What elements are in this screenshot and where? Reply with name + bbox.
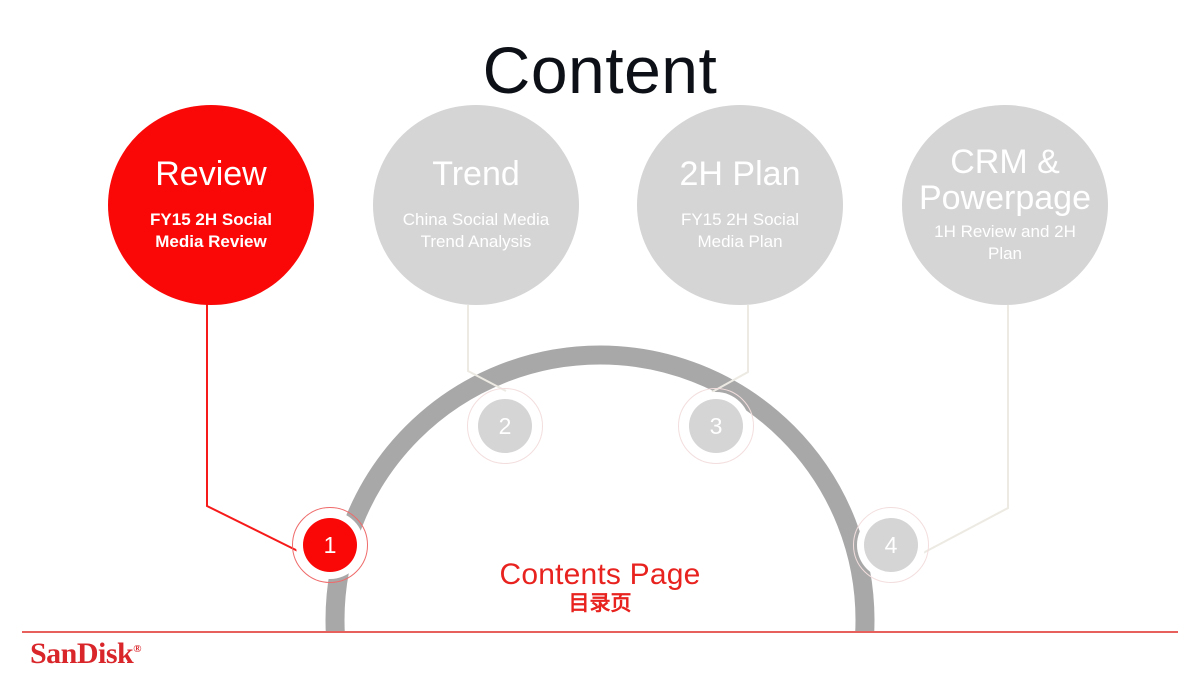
step-ring-outer-2 <box>467 388 543 464</box>
step-ring-outer-3 <box>678 388 754 464</box>
topic-subtitle-2h-plan: FY15 2H Social Media Plan <box>680 209 800 251</box>
topic-subtitle-review: FY15 2H Social Media Review <box>150 209 272 251</box>
topic-circle-crm-powerpage[interactable]: CRM & Powerpage 1H Review and 2H Plan <box>902 105 1108 305</box>
topic-heading-trend: Trend <box>432 155 520 194</box>
step-node-1[interactable]: 1 <box>292 507 368 583</box>
step-node-2[interactable]: 2 <box>467 388 543 464</box>
step-disc-2: 2 <box>478 399 532 453</box>
topic-subtitle-crm-powerpage: 1H Review and 2H Plan <box>934 221 1076 263</box>
topic-circle-2h-plan[interactable]: 2H Plan FY15 2H Social Media Plan <box>637 105 843 305</box>
caption-chinese: 目录页 <box>568 591 632 615</box>
step-node-3[interactable]: 3 <box>678 388 754 464</box>
step-node-4[interactable]: 4 <box>853 507 929 583</box>
topic-subtitle-trend: China Social Media Trend Analysis <box>402 209 550 251</box>
step-number-3: 3 <box>709 412 723 439</box>
arc-band <box>325 345 875 675</box>
step-number-4: 4 <box>884 531 898 558</box>
step-disc-1: 1 <box>303 518 357 572</box>
connector-line-2 <box>467 305 507 392</box>
footer-divider-rule <box>22 631 1178 633</box>
step-number-1: 1 <box>323 531 337 558</box>
sandisk-logo: SanDisk® <box>30 639 141 669</box>
step-ring-outer-1 <box>292 507 368 583</box>
connector-line-1 <box>206 303 317 561</box>
caption-english: Contents Page <box>499 558 701 591</box>
page-title: Content <box>482 33 718 107</box>
step-number-2: 2 <box>498 412 512 439</box>
step-disc-3: 3 <box>689 399 743 453</box>
footer-background <box>0 633 1200 675</box>
sandisk-wordmark: SanDisk <box>30 637 134 670</box>
topic-heading-review: Review <box>155 155 267 194</box>
contents-page-caption: Contents Page 目录页 <box>370 559 830 616</box>
topic-circle-review[interactable]: Review FY15 2H Social Media Review <box>108 105 314 305</box>
step-disc-4: 4 <box>864 518 918 572</box>
topic-heading-2h-plan: 2H Plan <box>679 155 801 194</box>
step-ring-outer-4 <box>853 507 929 583</box>
registered-trademark-icon: ® <box>133 643 141 655</box>
connector-line-4 <box>905 305 1009 563</box>
topic-heading-crm-powerpage: CRM & Powerpage <box>918 143 1091 217</box>
connector-line-3 <box>711 305 749 393</box>
topic-circle-trend[interactable]: Trend China Social Media Trend Analysis <box>373 105 579 305</box>
